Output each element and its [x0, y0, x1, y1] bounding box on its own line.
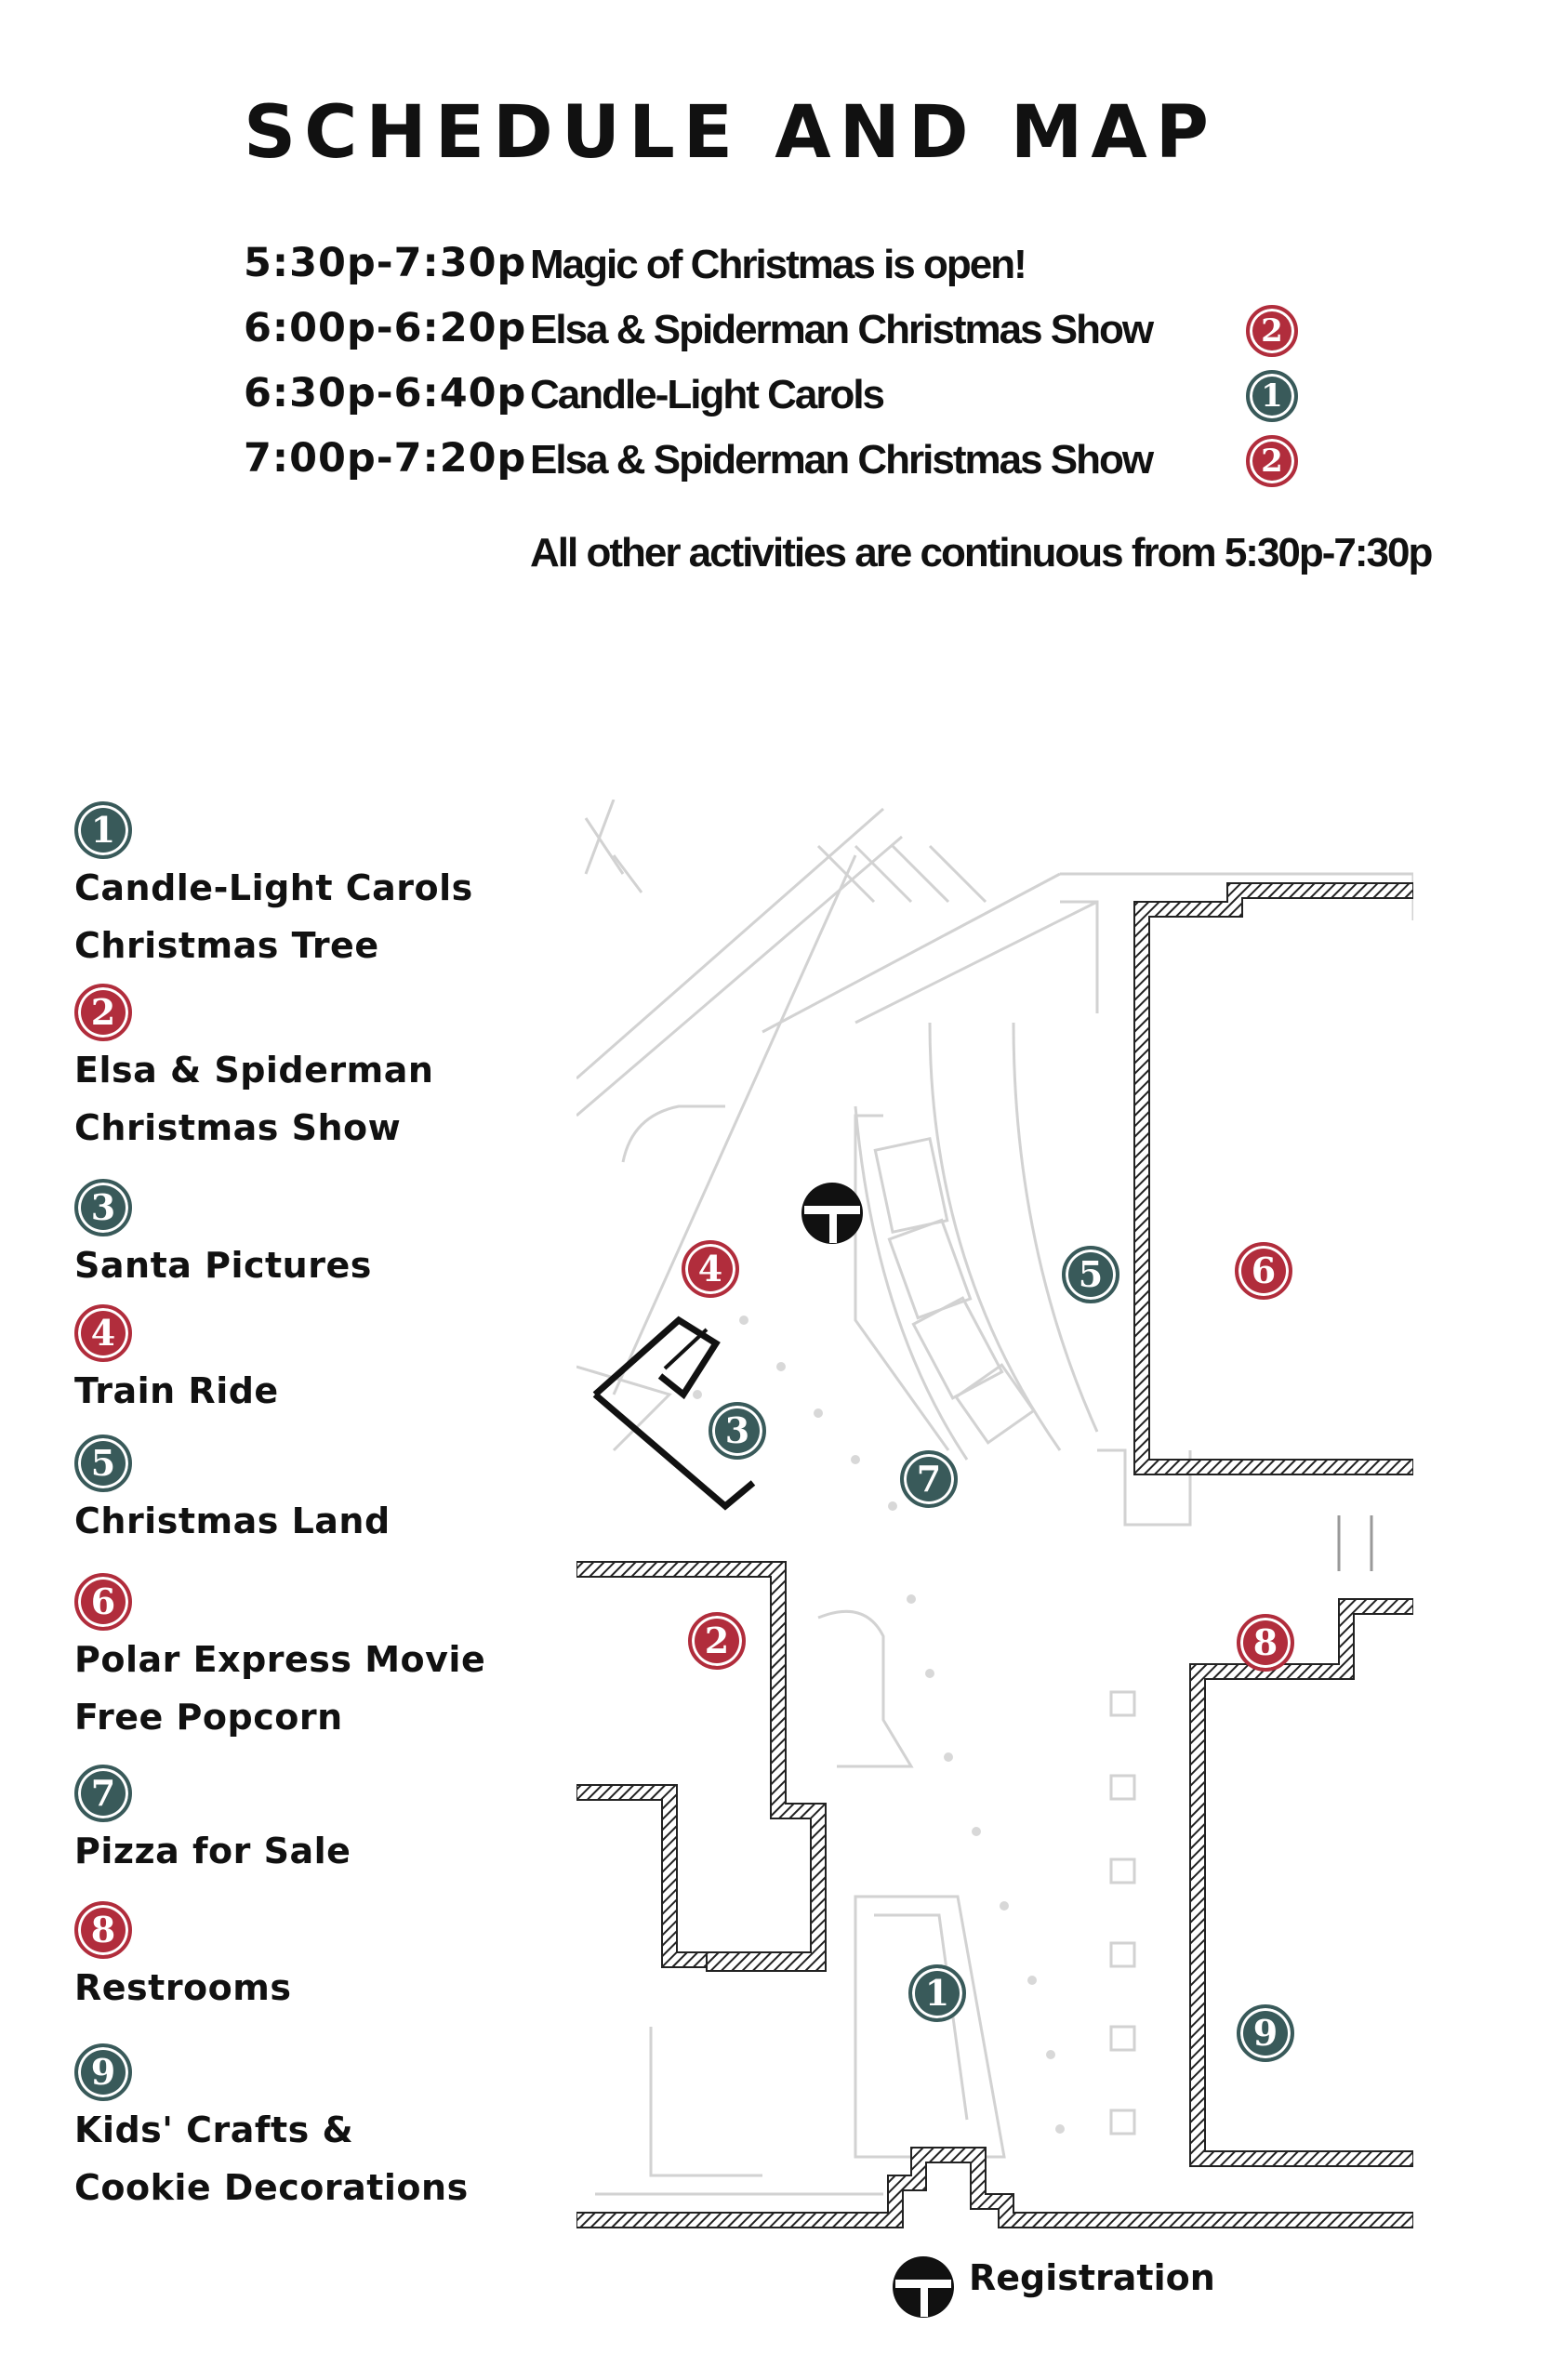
- legend-number-badge: 6: [74, 1573, 132, 1631]
- schedule-time: 7:00p-7:20p: [244, 435, 527, 482]
- legend-label: Elsa & Spiderman: [74, 1050, 434, 1091]
- legend-number-badge: 2: [74, 984, 132, 1041]
- map-marker-6: 6: [1235, 1242, 1292, 1300]
- schedule-event: Magic of Christmas is open!: [530, 242, 1027, 287]
- path-dots: [693, 1316, 1065, 2134]
- legend-label: Santa Pictures: [74, 1245, 372, 1286]
- church-cross-icon: [801, 1183, 863, 1244]
- church-cross-icon: [891, 2254, 956, 2323]
- legend-number-badge: 1: [74, 801, 132, 859]
- location-marker: 1: [1246, 370, 1298, 422]
- registration-label: Registration: [969, 2257, 1215, 2298]
- building-walls: [576, 882, 1413, 2228]
- legend-label: Christmas Tree: [74, 925, 379, 966]
- legend-label: Train Ride: [74, 1370, 279, 1411]
- legend-label: Polar Express Movie: [74, 1639, 486, 1680]
- map-marker-2: 2: [688, 1612, 746, 1670]
- faint-outlines: [576, 800, 1413, 2196]
- schedule-time: 6:30p-6:40p: [244, 370, 527, 416]
- santa-house-outline: [592, 1316, 756, 1511]
- map-marker-7: 7: [900, 1450, 958, 1508]
- legend-label: Candle-Light Carols: [74, 867, 473, 908]
- schedule-event: Candle-Light Carols: [530, 372, 885, 417]
- legend-label: Restrooms: [74, 1967, 292, 2008]
- legend-label: Christmas Land: [74, 1501, 391, 1541]
- location-marker: 2: [1246, 435, 1298, 487]
- legend-number-badge: 9: [74, 2043, 132, 2101]
- schedule-event: Elsa & Spiderman Christmas Show: [530, 307, 1154, 352]
- legend-label: Christmas Show: [74, 1107, 402, 1148]
- map-marker-9: 9: [1237, 2004, 1294, 2062]
- legend-label: Free Popcorn: [74, 1697, 343, 1738]
- schedule-note: All other activities are continuous from…: [530, 530, 1433, 575]
- legend-number-badge: 7: [74, 1765, 132, 1822]
- map-marker-5: 5: [1062, 1246, 1119, 1303]
- schedule-event: Elsa & Spiderman Christmas Show: [530, 437, 1154, 483]
- floor-plan: [576, 800, 1413, 2228]
- legend-label: Pizza for Sale: [74, 1831, 351, 1871]
- legend-number-badge: 5: [74, 1435, 132, 1492]
- legend-number-badge: 3: [74, 1179, 132, 1236]
- location-marker: 2: [1246, 305, 1298, 357]
- map-marker-4: 4: [682, 1240, 739, 1298]
- schedule-time: 6:00p-6:20p: [244, 305, 527, 351]
- map-marker-1: 1: [908, 1964, 966, 2022]
- legend-number-badge: 4: [74, 1304, 132, 1362]
- map-marker-8: 8: [1237, 1614, 1294, 1672]
- schedule-time: 5:30p-7:30p: [244, 240, 527, 286]
- legend-label: Cookie Decorations: [74, 2167, 469, 2208]
- legend-label: Kids' Crafts &: [74, 2109, 354, 2150]
- legend-number-badge: 8: [74, 1901, 132, 1959]
- map-marker-3: 3: [709, 1402, 766, 1460]
- venue-map: 4 5 6 3 7 2 8 1 9: [576, 800, 1413, 2231]
- page-title: SCHEDULE AND MAP: [244, 91, 1217, 175]
